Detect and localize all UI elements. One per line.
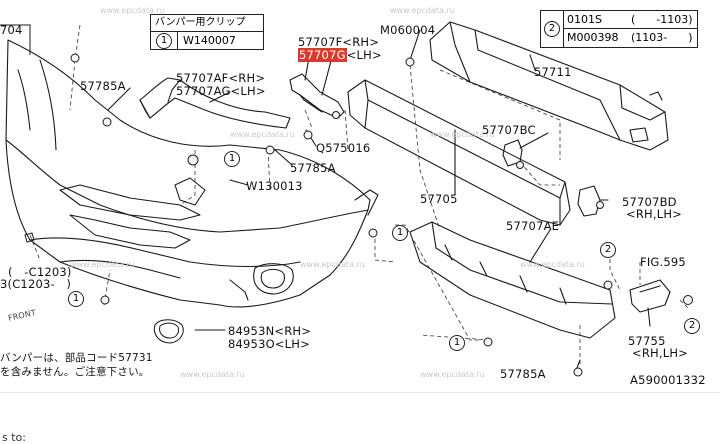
clip-icon — [573, 367, 583, 377]
code-range: (1103- ) — [631, 31, 693, 44]
clip-table-header: バンパー用クリップ — [155, 17, 246, 28]
highlighted-part-code[interactable]: 57707G — [298, 48, 347, 62]
part-label-57707ag[interactable]: 57707AG<LH> — [176, 84, 266, 98]
figure-reference-link[interactable]: FIG.595 — [640, 255, 686, 269]
callout-marker-2: 2 — [684, 318, 700, 334]
watermark-text: www.epcdata.ru — [300, 260, 365, 269]
bumper-line-art — [0, 21, 693, 377]
under-panel-57707ae-outline — [409, 221, 616, 339]
parts-diagram: www.epcdata.ru www.epcdata.ru www.epcdat… — [0, 6, 706, 387]
reinforcement-57711-outline — [429, 21, 669, 151]
part-label-57785a[interactable]: 57785A — [80, 79, 126, 93]
clip-icon — [303, 130, 313, 140]
code-table: 2 0101S ( -1103) M000398 (1103- ) — [540, 10, 698, 48]
part-label-57711[interactable]: 57711 — [534, 65, 572, 79]
side-marker: <LH> — [346, 48, 382, 62]
date-range-label: 3(C1203- ) — [0, 277, 72, 291]
clip-icon — [596, 201, 604, 209]
callout-marker-1: 1 — [224, 151, 240, 167]
part-label-57785a[interactable]: 57785A — [500, 367, 546, 381]
part-label-57705[interactable]: 57705 — [420, 192, 458, 206]
bracket-57707f-outline — [289, 73, 345, 119]
watermark-text: www.epcdata.ru — [100, 6, 165, 15]
part-label-84953n[interactable]: 84953N<RH> — [228, 324, 312, 338]
part-label-57755[interactable]: 57755 — [628, 334, 666, 348]
clip-icon — [102, 117, 112, 127]
footer-bar: s to: — [0, 392, 720, 444]
date-range-label: ( -C1203) — [8, 265, 72, 279]
watermark-text: www.epcdata.ru — [70, 260, 135, 269]
bolt-icon — [100, 295, 110, 305]
watermark-text: www.epcdata.ru — [390, 6, 455, 15]
watermark-text: www.epcdata.ru — [430, 130, 495, 139]
bolt-icon — [603, 280, 613, 290]
code-part-number[interactable]: M000398 — [567, 31, 619, 44]
watermark-text: www.epcdata.ru — [180, 370, 245, 379]
note-text: を含みません。ご注意下さい。 — [0, 366, 150, 378]
side-marker: <RH,LH> — [632, 346, 689, 360]
clip-table: バンパー用クリップ 1 W140007 — [150, 14, 264, 50]
part-label-q575016[interactable]: Q575016 — [316, 141, 371, 155]
diagram-id: A590001332 — [630, 373, 706, 387]
part-label-m060004[interactable]: M060004 — [380, 23, 436, 37]
clip-icon — [483, 337, 493, 347]
clip-icon — [70, 53, 80, 63]
watermark-text: www.epcdata.ru — [230, 130, 295, 139]
clip-icon — [516, 161, 524, 169]
part-label-57707f[interactable]: 57707F<RH> — [298, 35, 380, 49]
watermark-text: www.epcdata.ru — [420, 370, 485, 379]
part-label-84953o[interactable]: 84953O<LH> — [228, 337, 310, 351]
code-range: ( -1103) — [631, 13, 693, 26]
absorber-57705-outline — [347, 79, 571, 226]
callout-marker-1: 1 — [392, 225, 408, 241]
callout-marker-2: 2 — [600, 242, 616, 258]
clip-icon — [265, 145, 275, 155]
callout-marker-1: 1 — [156, 33, 172, 49]
bracket-57707af-outline — [139, 77, 291, 129]
part-label-57707ae[interactable]: 57707AE — [506, 219, 560, 233]
part-label-57785a[interactable]: 57785A — [290, 161, 336, 175]
clip-icon — [368, 228, 378, 238]
clip-part-number[interactable]: W140007 — [183, 34, 236, 47]
part-label-w130013[interactable]: W130013 — [246, 179, 303, 193]
note-text: バンパーは、部品コード57731 — [0, 352, 153, 364]
code-part-number[interactable]: 0101S — [567, 13, 602, 26]
footer-text: s to: — [2, 431, 26, 444]
bolt-icon — [683, 295, 693, 305]
part-label-57707g[interactable]: 57707G<LH> — [298, 48, 382, 62]
clip-icon — [332, 111, 340, 119]
callout-marker-1: 1 — [449, 335, 465, 351]
callout-marker-1: 1 — [68, 291, 84, 307]
side-marker: <RH,LH> — [626, 207, 683, 221]
bolt-icon — [405, 57, 415, 67]
watermark-text: www.epcdata.ru — [520, 260, 585, 269]
part-label-57707bc[interactable]: 57707BC — [482, 123, 536, 137]
clip-icon — [187, 154, 199, 166]
callout-marker-2: 2 — [544, 21, 560, 37]
part-label-704[interactable]: 704 — [0, 23, 23, 37]
part-label-57707bd[interactable]: 57707BD — [622, 195, 677, 209]
part-label-57707af[interactable]: 57707AF<RH> — [176, 71, 266, 85]
